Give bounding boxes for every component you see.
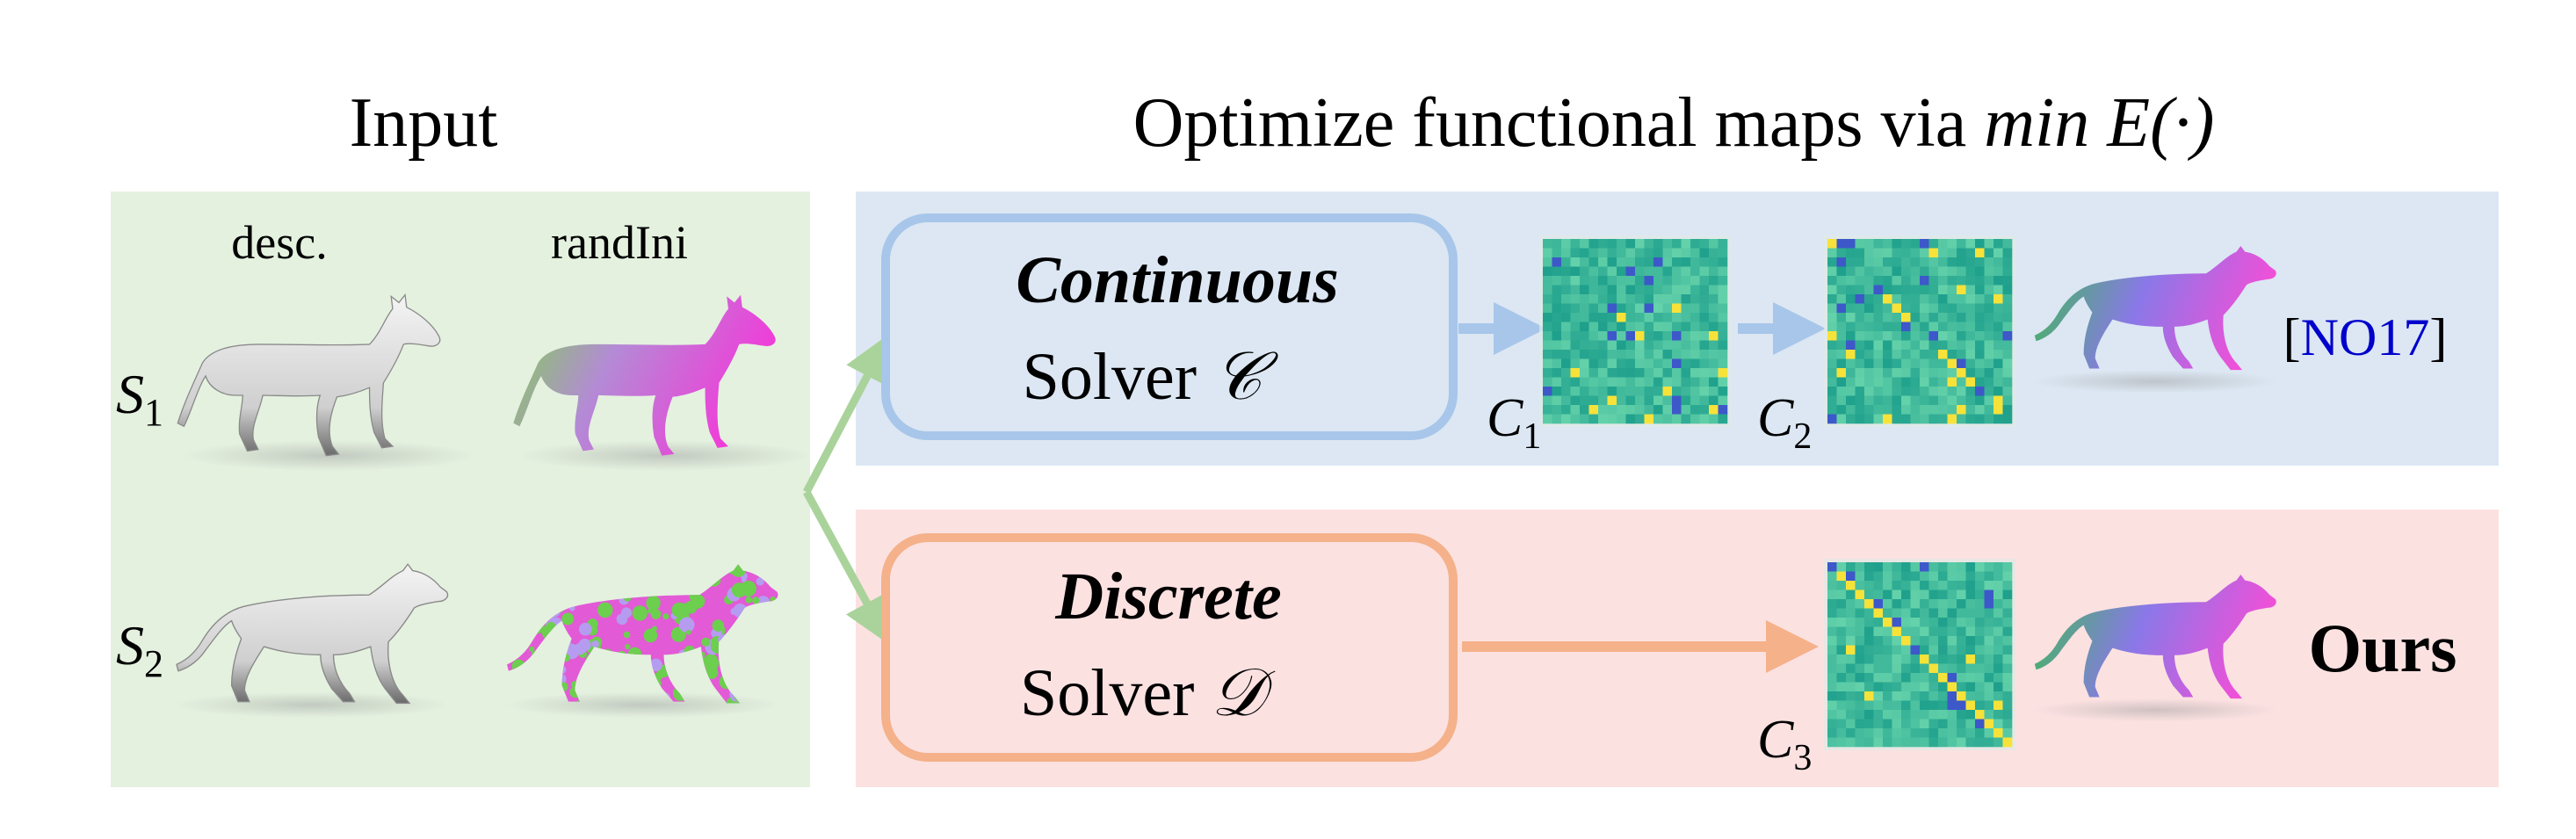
- continuous-solver-name: Continuous: [1016, 243, 1339, 317]
- shape-label-s2: S2: [116, 614, 163, 685]
- matrix-label-c1: C1: [1487, 388, 1541, 457]
- horse-shape-icon: [513, 294, 812, 472]
- shape-label-s1: S1: [116, 363, 163, 434]
- branch-arrow-up: [803, 334, 890, 495]
- result-shape-continuous: [2033, 246, 2278, 394]
- functional-map-matrix-icon: [1539, 235, 1731, 427]
- input-title: Input: [350, 84, 498, 162]
- column-label-desc: desc.: [231, 216, 327, 269]
- discrete-solver-name: Discrete: [1054, 560, 1281, 633]
- citation-no17[interactable]: [NO17]: [2283, 308, 2448, 366]
- hyena-shape-icon: [175, 563, 450, 719]
- matrix-label-c3: C3: [1757, 710, 1812, 778]
- functional-map-matrix-icon: [1824, 559, 2015, 750]
- continuous-solver-subtitle: Solver 𝒞: [1023, 340, 1278, 414]
- continuous-solver-box: [881, 213, 1458, 440]
- matrix-label-c2: C2: [1757, 388, 1812, 457]
- result-label-ours: Ours: [2308, 610, 2457, 686]
- input-panel-bg: [111, 192, 810, 787]
- discrete-solver-subtitle: Solver 𝒟: [1020, 656, 1275, 730]
- result-shape-discrete: [2033, 575, 2278, 722]
- column-label-randini: randIni: [551, 216, 688, 269]
- discrete-solver-box: [881, 533, 1458, 762]
- functional-map-matrix-icon: [1824, 235, 2015, 427]
- optimize-title: Optimize functional maps via min E(·): [1133, 84, 2215, 162]
- horse-shape-icon: [177, 293, 476, 472]
- branch-arrow-down: [803, 489, 890, 645]
